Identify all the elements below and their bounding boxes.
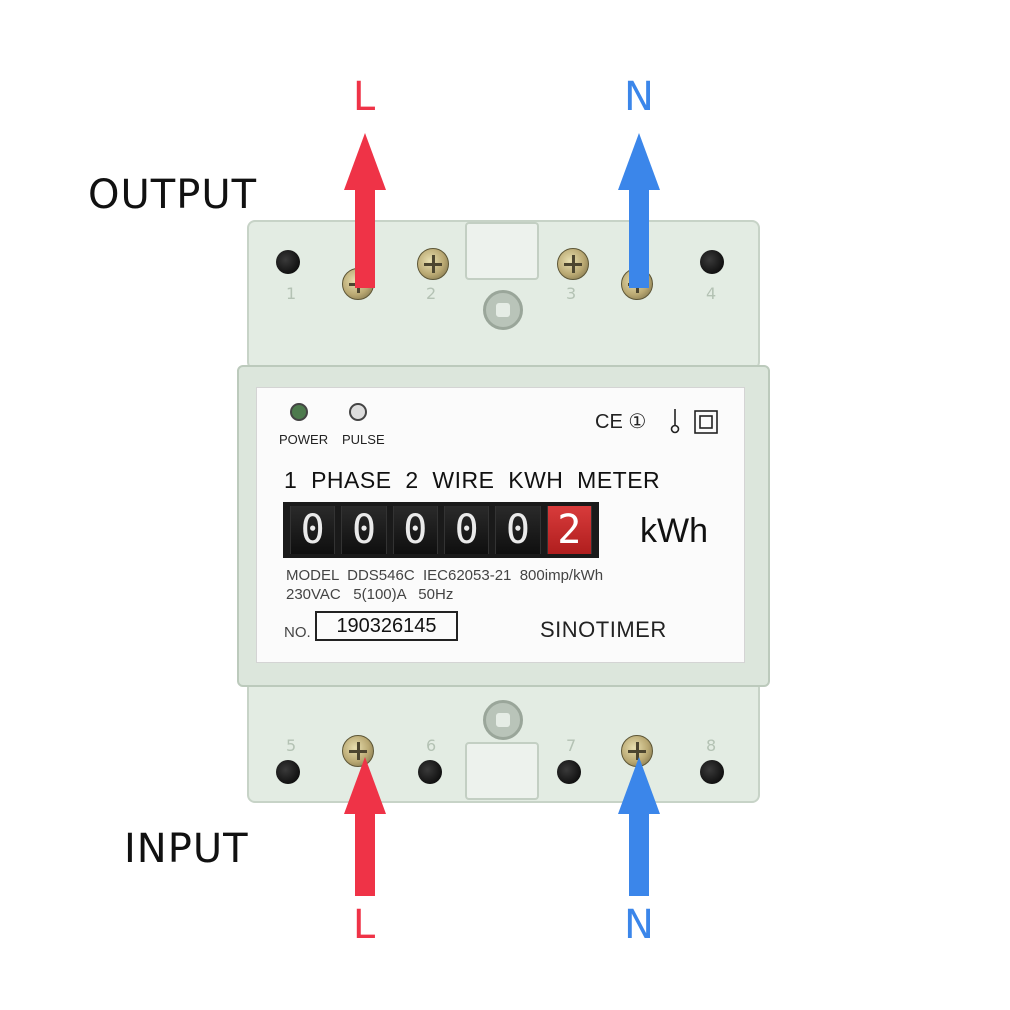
bottom-din-knob [483, 700, 523, 740]
unit-label: kWh [640, 512, 708, 550]
kwh-counter: 0 0 0 0 0 2 [283, 502, 599, 558]
counter-digit: 0 [341, 506, 387, 554]
input-line-arrow [344, 757, 386, 896]
output-line-label: L [352, 74, 376, 120]
output-neutral-label: N [624, 74, 654, 120]
meter-title: 1 PHASE 2 WIRE KWH METER [284, 467, 661, 493]
top-din-knob [483, 290, 523, 330]
terminal-number: 7 [566, 736, 577, 755]
terminal-screw [342, 735, 374, 767]
input-line-label: L [352, 902, 376, 948]
counter-digit: 0 [443, 506, 490, 554]
brand-name: SINOTIMER [540, 617, 667, 642]
terminal-number: 4 [706, 284, 717, 303]
terminal-number: 2 [426, 284, 437, 303]
rating-spec: 230VAC 5(100)A 50Hz [286, 586, 454, 603]
terminal-hole [418, 760, 442, 784]
terminal-number: 6 [426, 736, 437, 755]
terminal-number: 3 [566, 284, 577, 303]
power-led [290, 403, 308, 421]
serial-number: 190326145 [315, 611, 458, 641]
terminal-number: 1 [286, 284, 297, 303]
pulse-led-label: PULSE [342, 432, 385, 447]
terminal-screw [621, 735, 653, 767]
counter-digit: 0 [392, 506, 438, 554]
bottom-latch [465, 742, 539, 800]
input-label: INPUT [124, 826, 249, 872]
counter-digit: 0 [290, 506, 336, 554]
counter-digit: 0 [495, 506, 541, 554]
pulse-led [349, 403, 367, 421]
thermometer-icon [670, 408, 680, 434]
terminal-hole [276, 250, 300, 274]
terminal-screw [557, 248, 589, 280]
double-insulation-icon [694, 410, 718, 434]
top-latch [465, 222, 539, 280]
terminal-hole [557, 760, 581, 784]
output-line-arrow [344, 133, 386, 288]
terminal-hole [700, 760, 724, 784]
input-neutral-label: N [624, 902, 654, 948]
serial-number-label: NO. [284, 624, 311, 641]
power-led-label: POWER [279, 432, 329, 447]
output-neutral-arrow [618, 133, 660, 288]
counter-digit-decimal: 2 [546, 506, 592, 554]
certification-marks: CE ① [595, 411, 647, 433]
terminal-number: 8 [706, 736, 717, 755]
terminal-number: 5 [286, 736, 297, 755]
terminal-screw [417, 248, 449, 280]
model-spec: MODEL DDS546C IEC62053-21 800imp/kWh [286, 567, 604, 584]
terminal-hole [700, 250, 724, 274]
input-neutral-arrow [618, 757, 660, 896]
terminal-hole [276, 760, 300, 784]
output-label: OUTPUT [88, 172, 258, 218]
